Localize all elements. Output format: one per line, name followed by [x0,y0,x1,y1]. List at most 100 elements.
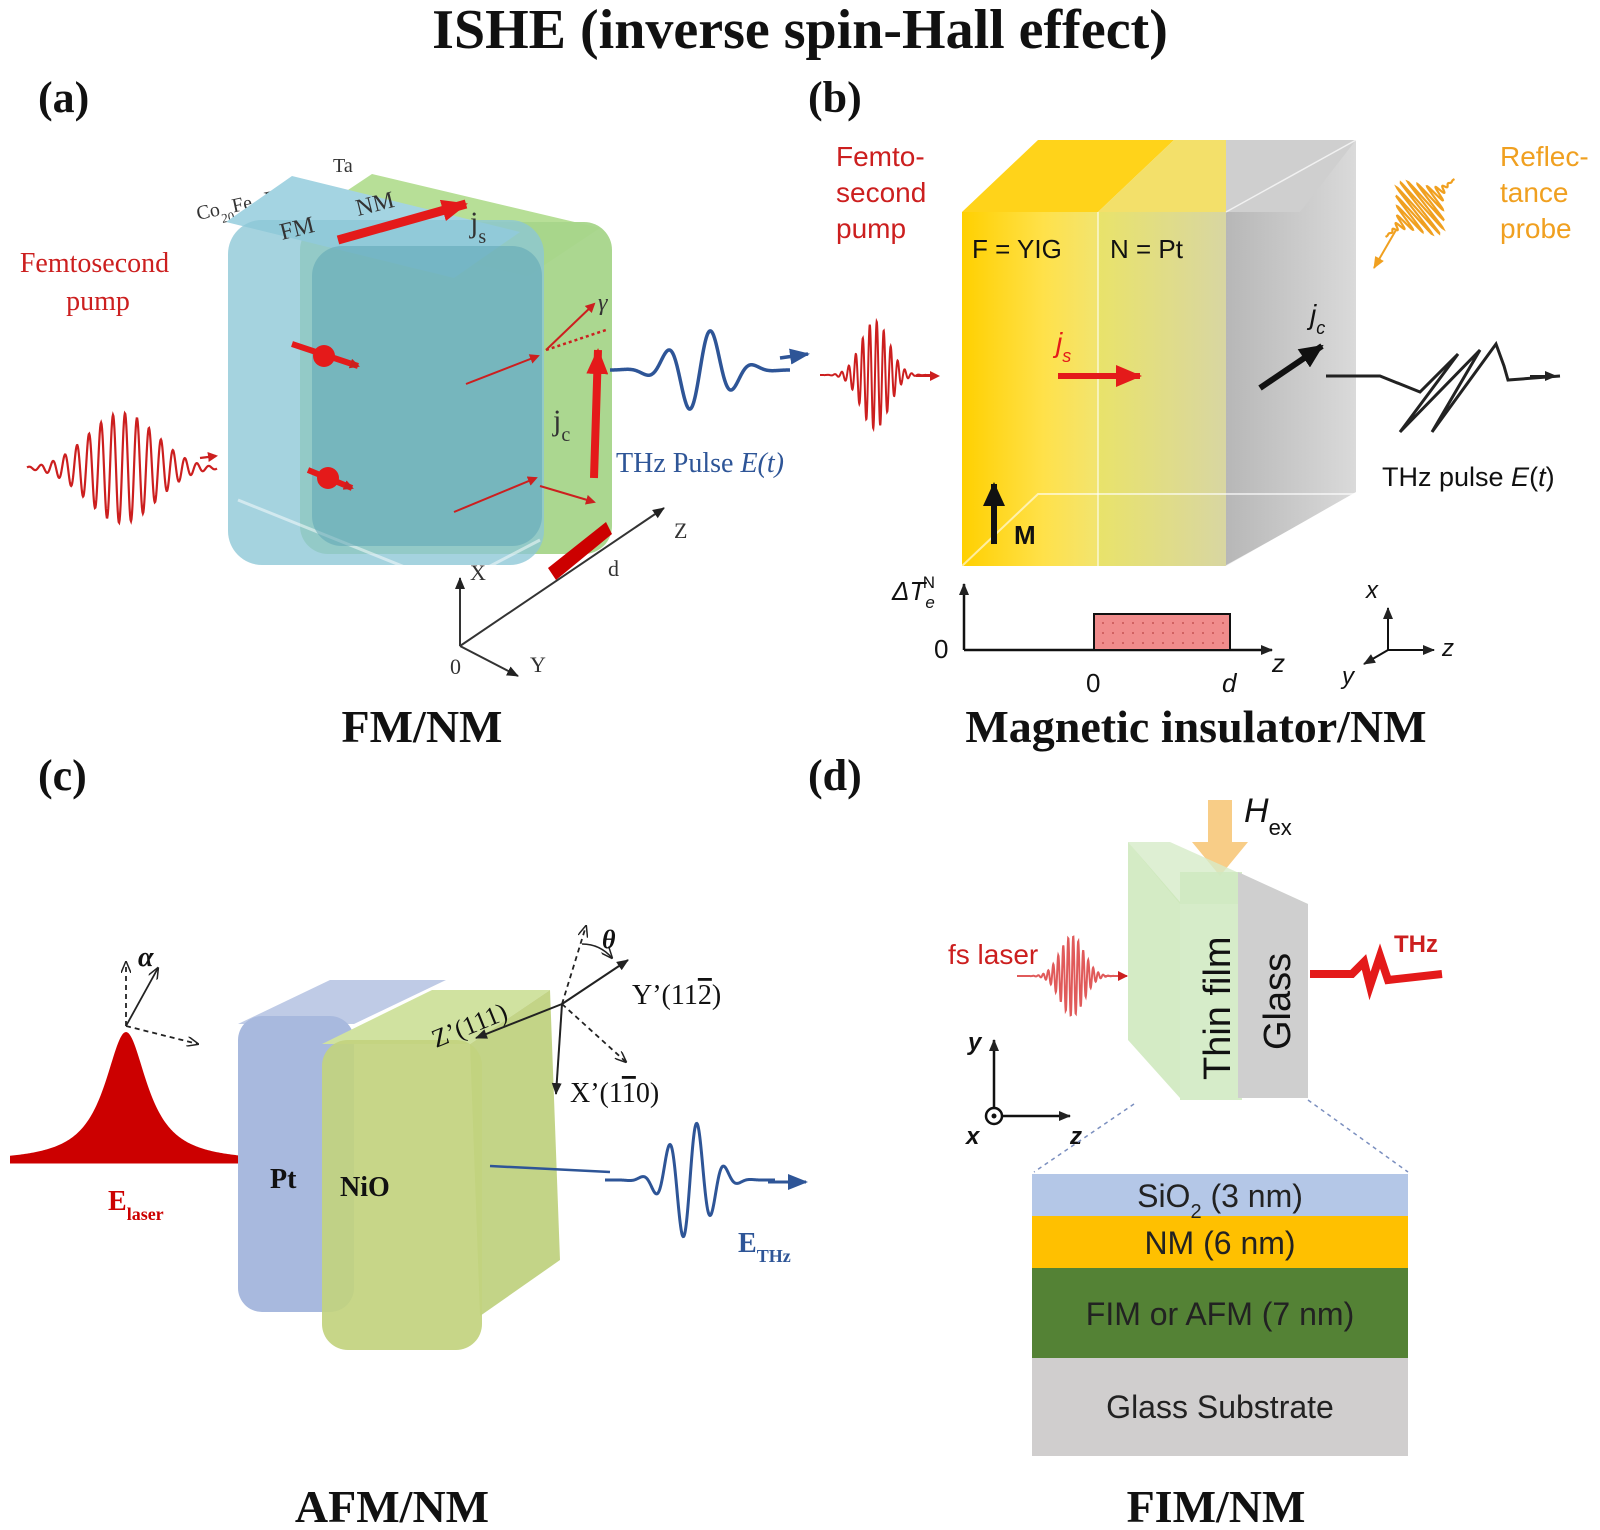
material-ta-label: Ta [333,155,353,177]
plot-y-zero: 0 [934,634,948,664]
js-label-b: js [1052,327,1071,366]
panel-d: (d) Hex Thin film Glass fs laser THz y x… [808,751,1443,1530]
theta-label: θ [602,925,616,954]
jc-label-b: jc [1306,299,1325,338]
stack-label-nm: NM (6 nm) [1144,1225,1295,1261]
thz-arrow-a [779,348,810,365]
flow-arrow-2 [453,476,538,513]
probe-pulse [1384,178,1456,238]
axis-y-a [459,645,519,677]
panel-b-letter: (b) [808,73,862,122]
probe-arrow [1373,229,1397,269]
gamma-arrow [545,302,596,351]
layer-stack: SiO2 (3 nm) NM (6 nm) FIM or AFM (7 nm) … [1032,1174,1408,1456]
panel-d-caption: FIM/NM [1127,1481,1306,1530]
reflectance-probe-label: Reflec- tance probe [1500,141,1596,244]
zoom-line-right [1307,1099,1409,1173]
nio-label: NiO [340,1172,390,1203]
stack-layer-fim [1032,1268,1408,1358]
alpha-polarization [125,968,158,1027]
femtosecond-pulse-b [820,317,930,433]
panel-a-caption: FM/NM [342,701,503,752]
spin-ball-1 [313,345,335,367]
nio-layer-top [322,990,550,1044]
panel-b-caption: Magnetic insulator/NM [965,701,1426,752]
jc-arrow-a [586,348,609,479]
x-prime-axis [551,1003,563,1095]
x-prime-label: X’(110) [570,1078,659,1109]
plot-x-zero: 0 [1086,668,1100,698]
thin-film-front [1180,872,1242,1100]
axis-y-b [1363,649,1389,665]
panel-d-letter: (d) [808,751,862,800]
jc-label-a: jc [552,404,570,446]
fm-inner-face [312,246,542,546]
axis-z-label-a: Z [674,518,687,543]
theta-dashed [561,926,586,1005]
pt-top-face [1098,140,1226,212]
axis-x-label-b: x [1365,577,1379,604]
gamma-dotted [545,328,607,352]
nio-layer-back [470,990,560,1316]
glass-label: Glass [1257,953,1299,1050]
thz-pulse-label-a: THz Pulse E(t) [616,448,784,479]
fm-layer-bottom [237,498,541,588]
z-prime-axis [475,1003,563,1039]
femtosecond-pump-label: Femtosecond pump [20,248,176,317]
thz-label-d: THz [1394,931,1438,958]
zoom-line-left [1033,1103,1135,1173]
axis-x-dot [991,1113,997,1119]
stack-label-sio2: SiO2 (3 nm) [1137,1178,1303,1223]
m-label: M [1014,520,1036,550]
stack-label-fim: FIM or AFM (7 nm) [1086,1296,1354,1332]
panel-b: (b) Femto- second pump F = YIG N = Pt js… [808,73,1596,752]
thz-line-c [489,1164,611,1174]
stack-layer-nm [1032,1216,1408,1268]
axis-y-label-d: y [967,1029,983,1056]
jc-arrow-b [1258,343,1324,391]
thz-pulse-b [1326,340,1561,434]
js-label-a: js [469,206,486,248]
flow-arrow-1 [465,354,540,385]
axis-z-a [459,507,665,647]
axis-y-label-b: y [1340,663,1356,690]
panel-a-letter: (a) [38,73,89,122]
spin-ball-2 [317,467,339,489]
alpha-axis-right [125,1025,198,1044]
glass-layer [1238,872,1308,1098]
panel-c: (c) Elaser α Pt NiO Z’(111) θ Y’(112) X’… [10,751,808,1530]
figure-title: ISHE (inverse spin-Hall effect) [432,0,1168,61]
y-prime-label: Y’(112) [632,980,721,1011]
block-bottom-edge [961,493,1356,567]
hex-label: Hex [1244,792,1292,840]
axis-x-label-a: X [470,560,486,585]
plot-y-label: ΔTeN [891,573,935,612]
pt-label: N = Pt [1110,234,1184,264]
hex-arrow [1192,800,1248,876]
femtosecond-pump-label-b: Femto- second pump [836,141,934,244]
stack-label-glass: Glass Substrate [1106,1389,1334,1425]
pt-label-c: Pt [270,1164,297,1195]
y-prime-axis [561,959,629,1005]
axis-x-label-d: x [964,1123,981,1150]
laser-label: Elaser [108,1186,164,1224]
thz-emission-d [1310,943,1443,1001]
gray-block [1226,140,1356,566]
thz-pulse-label-b: THz pulse E(t) [1382,462,1555,492]
pt-layer [1098,212,1226,566]
panel-c-letter: (c) [38,751,87,800]
js-arrow-a [336,199,468,245]
x-prime-dashed [561,1003,626,1062]
axis-origin-label-a: 0 [450,654,461,679]
block-outline [1097,139,1357,567]
gamma-label: γ [598,290,608,316]
yig-layer [962,212,1098,566]
flow-arrow-3 [539,485,596,505]
theta-arc [581,943,612,958]
fs-laser-label: fs laser [948,939,1038,970]
thickness-d-label: d [608,556,619,581]
plot-x-d: d [1222,668,1238,698]
yig-top-face [962,140,1174,212]
temperature-profile [1093,613,1231,651]
